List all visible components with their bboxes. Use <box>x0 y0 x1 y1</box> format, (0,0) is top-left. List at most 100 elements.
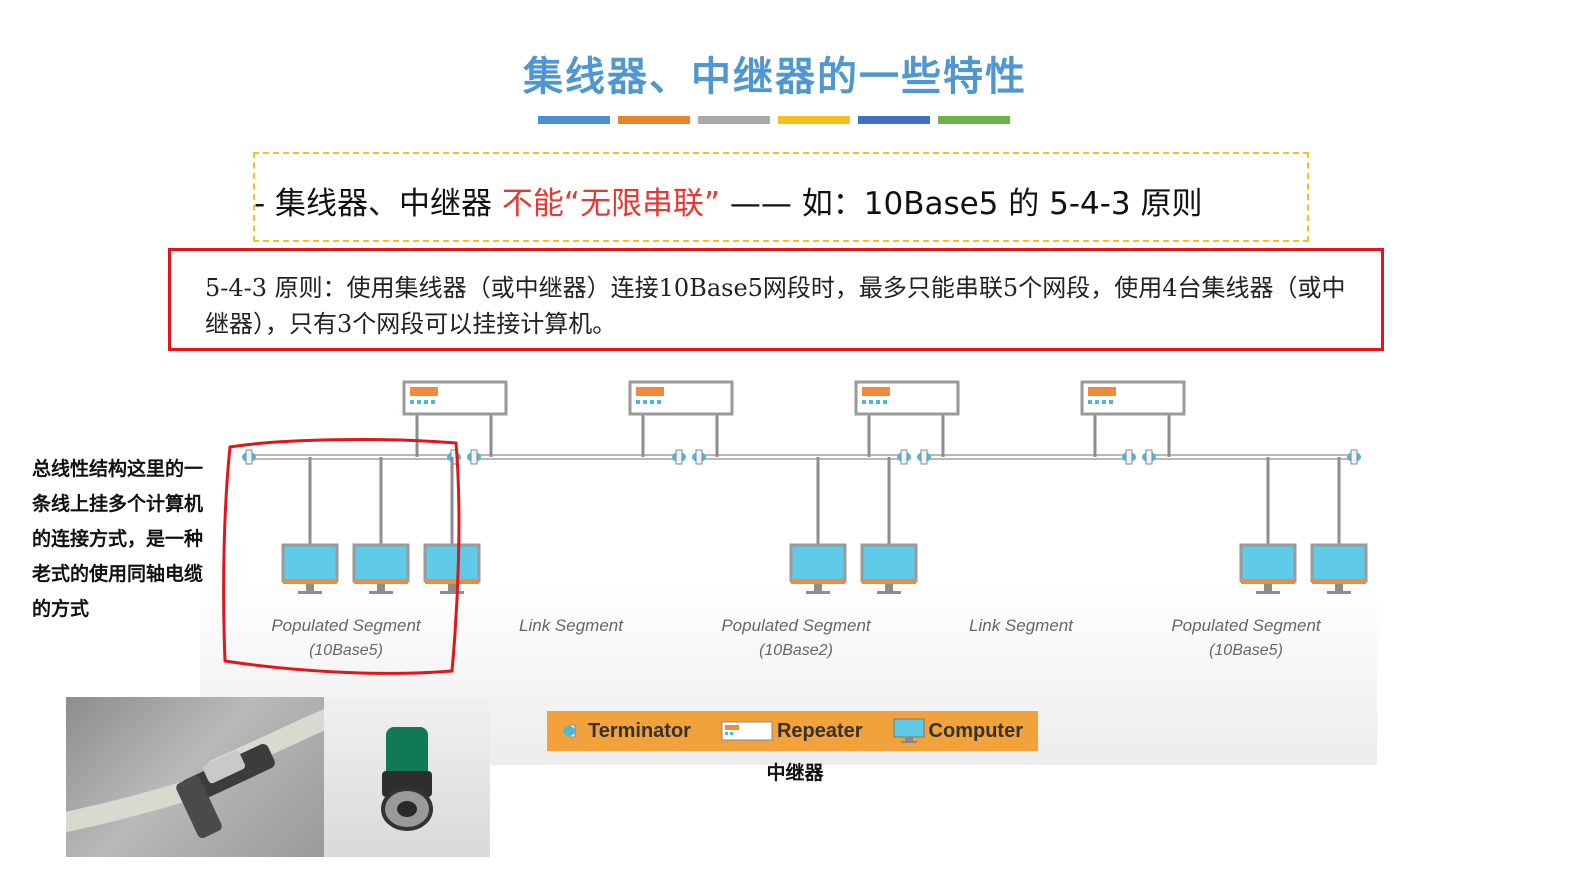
terminator-icon <box>917 449 931 465</box>
segment-sublabel: (10Base5) <box>1209 642 1283 659</box>
computer-screen <box>1310 543 1368 583</box>
key-point-bullet: - <box>254 186 266 222</box>
repeater-icon <box>854 380 960 457</box>
segment-label: Populated Segment <box>271 616 422 635</box>
legend: Terminator Repeater Computer <box>547 711 1038 751</box>
computer-screen <box>789 543 847 583</box>
terminator-icon <box>1142 449 1156 465</box>
color-bar-swatch <box>858 116 930 124</box>
repeater-led <box>417 400 421 404</box>
repeater-led <box>410 400 414 404</box>
computer-icon <box>893 718 925 743</box>
repeater-icon <box>1080 380 1186 457</box>
repeater-led <box>862 400 866 404</box>
repeater-led <box>876 400 880 404</box>
computer-icon <box>860 457 918 594</box>
computer-foot <box>806 591 830 594</box>
legend-computer: Computer <box>893 718 1023 744</box>
computer-screen <box>352 543 410 583</box>
legend-terminator-label: Terminator <box>587 719 691 742</box>
terminator-body <box>1125 449 1133 465</box>
terminator-icon <box>467 449 481 465</box>
terminator-body <box>470 449 478 465</box>
computer-foot <box>369 591 393 594</box>
terminator-icon <box>897 449 911 465</box>
color-bar-swatch <box>618 116 690 124</box>
computer-stand <box>306 584 314 591</box>
repeater-led <box>643 400 647 404</box>
repeater-icon <box>628 380 734 457</box>
terminator-body <box>695 449 703 465</box>
computer-base <box>283 579 337 584</box>
computer-stand <box>814 584 822 591</box>
computer-icon <box>1239 457 1297 594</box>
computer-icon <box>281 457 339 594</box>
slide-title: 集线器、中继器的一些特性 <box>523 54 1027 100</box>
terminator-body <box>245 449 253 465</box>
repeater-display <box>1088 387 1116 396</box>
repeater-display <box>410 387 438 396</box>
repeater-led <box>431 400 435 404</box>
segment-sublabel: (10Base2) <box>759 642 833 659</box>
key-point-highlight: 不能“无限串联” <box>501 186 721 222</box>
terminator-icon <box>1347 449 1361 465</box>
network-diagram: Populated Segment (10Base5) Link Segment Po… <box>222 380 1368 675</box>
computer-foot <box>877 591 901 594</box>
terminator-body <box>900 449 908 465</box>
segment-sublabel: (10Base5) <box>309 642 383 659</box>
computer-icon <box>423 457 481 594</box>
repeater-icon <box>721 721 773 741</box>
repeater-led <box>883 400 887 404</box>
legend-computer-label: Computer <box>928 719 1023 742</box>
computer-foot <box>298 591 322 594</box>
terminator-icon <box>562 724 576 738</box>
computer-foot <box>1327 591 1351 594</box>
computer-stand <box>885 584 893 591</box>
computer-stand <box>1264 584 1272 591</box>
repeater-box <box>628 380 734 416</box>
segment-label: Link Segment <box>519 616 624 635</box>
terminator-icon <box>447 449 461 465</box>
repeater-led <box>869 400 873 404</box>
computer-foot <box>1256 591 1280 594</box>
terminator-icon <box>1122 449 1136 465</box>
terminator-icon <box>692 449 706 465</box>
computer-icon <box>352 457 410 594</box>
computer-icon <box>789 457 847 594</box>
terminator-body <box>920 449 928 465</box>
rule-text: 5-4-3 原则：使用集线器（或中继器）连接10Base5网段时，最多只能串联5… <box>205 274 1346 338</box>
terminator-body <box>1145 449 1153 465</box>
terminator-icon <box>672 449 686 465</box>
key-point-prefix: 集线器、中继器 <box>265 186 502 222</box>
legend-repeater-label: Repeater <box>776 719 863 742</box>
repeater-caption: 中继器 <box>766 762 824 784</box>
segment-label: Populated Segment <box>1171 616 1322 635</box>
computer-base <box>1241 579 1295 584</box>
color-bar-swatch <box>938 116 1010 124</box>
repeater-led <box>1102 400 1106 404</box>
bnc-t-connector-drawing <box>56 709 336 839</box>
key-point-box <box>253 152 1309 242</box>
repeater-led <box>636 400 640 404</box>
computer-icon <box>1310 457 1368 594</box>
title-color-bar <box>538 116 1010 124</box>
side-note: 总线性结构这里的一条线上挂多个计算机的连接方式，是一种老式的使用同轴电缆的方式 <box>32 458 204 620</box>
computer-screen <box>423 543 481 583</box>
legend-repeater: Repeater <box>721 720 863 743</box>
color-bar-swatch <box>778 116 850 124</box>
legend-terminator: Terminator <box>562 720 691 743</box>
repeater-box <box>854 380 960 416</box>
terminator-body <box>1350 449 1358 465</box>
annotation-outline <box>222 438 461 675</box>
computer-stand <box>1335 584 1343 591</box>
segment-label: Link Segment <box>969 616 1074 635</box>
key-point-dash: —— <box>720 186 802 222</box>
repeater-led <box>424 400 428 404</box>
bnc-t-connector-photo <box>56 697 336 857</box>
bnc-terminator-photo <box>324 697 490 857</box>
repeater-led <box>657 400 661 404</box>
key-point-line: - 集线器、中继器 不能“无限串联” —— 如：10Base5 的 5-4-3 … <box>254 178 1314 223</box>
repeater-box <box>1080 380 1186 416</box>
computer-base <box>791 579 845 584</box>
repeater-box <box>402 380 508 416</box>
